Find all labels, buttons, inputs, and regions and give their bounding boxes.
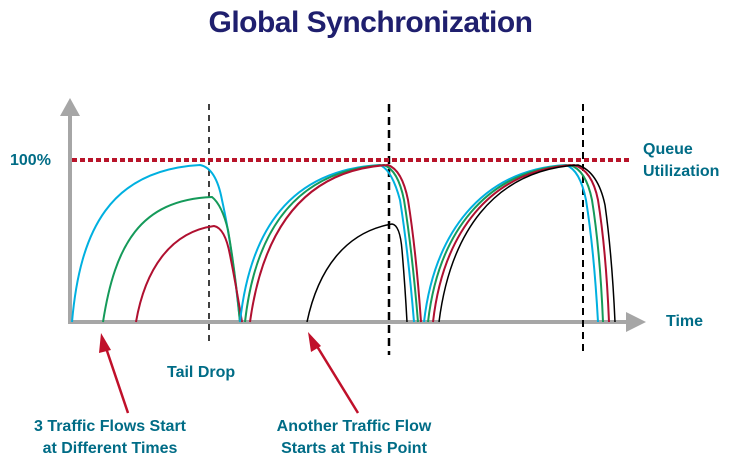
- flow-curve-black-2: [306, 223, 408, 323]
- x-axis: [68, 312, 646, 332]
- another-flow-label-line1: Another Traffic Flow: [276, 418, 432, 435]
- flows-start-label-line2: at Different Times: [42, 440, 178, 457]
- queue-label-line2: Utilization: [643, 163, 720, 180]
- flow-curve-cyan-2: [239, 163, 415, 323]
- flows-start-arrow: [99, 333, 130, 414]
- y-axis-100-label: 100%: [10, 152, 51, 169]
- tail-drop-label: Tail Drop: [167, 364, 236, 381]
- page-title: Global Synchronization: [208, 6, 533, 39]
- flow-curve-red-3: [432, 163, 610, 323]
- another-flow-label-line2: Starts at This Point: [281, 440, 427, 457]
- flow-curve-green-3: [427, 163, 604, 323]
- flow-curve-red-1: [135, 224, 243, 323]
- another-flow-arrow: [308, 332, 360, 414]
- x-axis-label: Time: [666, 313, 704, 330]
- flow-curve-cyan-1: [71, 163, 241, 323]
- flow-curve-green-2: [244, 163, 419, 323]
- flow-curve-green-1: [102, 195, 241, 323]
- flow-curve-cyan-3: [423, 163, 599, 323]
- flow-curve-red-2: [249, 163, 422, 323]
- flow-curve-black-3: [438, 164, 616, 323]
- flows-start-label-line1: 3 Traffic Flows Start: [33, 418, 187, 435]
- queue-label-line1: Queue: [643, 141, 693, 158]
- y-axis: [60, 98, 80, 322]
